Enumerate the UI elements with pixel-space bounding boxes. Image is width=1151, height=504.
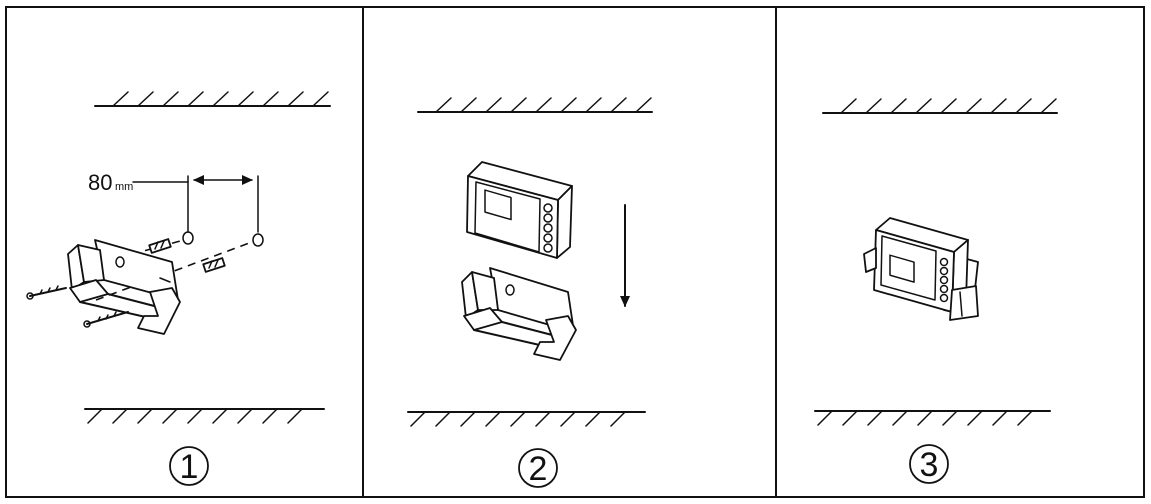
ceiling-hatch [94,91,331,107]
step-number: 2 [529,450,548,488]
dimension-unit: mm [115,181,133,193]
mounting-bracket [461,267,577,361]
dimension-80mm: 80 mm [88,170,259,233]
step-circle [518,448,558,488]
panel-step-2: 2 [407,97,653,488]
controller-unit [466,161,573,259]
wall-anchor-lower [202,257,226,273]
dimension-value: 80 [88,170,112,195]
wall-hole-right [252,233,264,247]
screw-upper [26,285,67,300]
assembled-controller [863,217,979,321]
ceiling-hatch [417,97,653,113]
floor-hatch [407,411,646,427]
panel-step-3: 3 [814,98,1058,484]
step-badge-3: 3 [909,444,949,484]
panel-step-1: 80 mm [26,91,331,486]
step-circle [909,444,949,484]
mounting-bracket [67,239,181,335]
ceiling-hatch [822,98,1058,114]
floor-hatch [84,408,325,424]
floor-hatch [814,410,1051,426]
screw-lower [83,311,129,328]
outer-frame [5,6,1145,498]
step-badge-1: 1 [169,446,209,486]
wall-hole-left [182,231,194,245]
step-badge-2: 2 [518,448,558,488]
step-circle [169,446,209,486]
wall-anchor-upper [148,238,172,254]
step-number: 3 [920,446,939,484]
step-number: 1 [180,448,199,486]
